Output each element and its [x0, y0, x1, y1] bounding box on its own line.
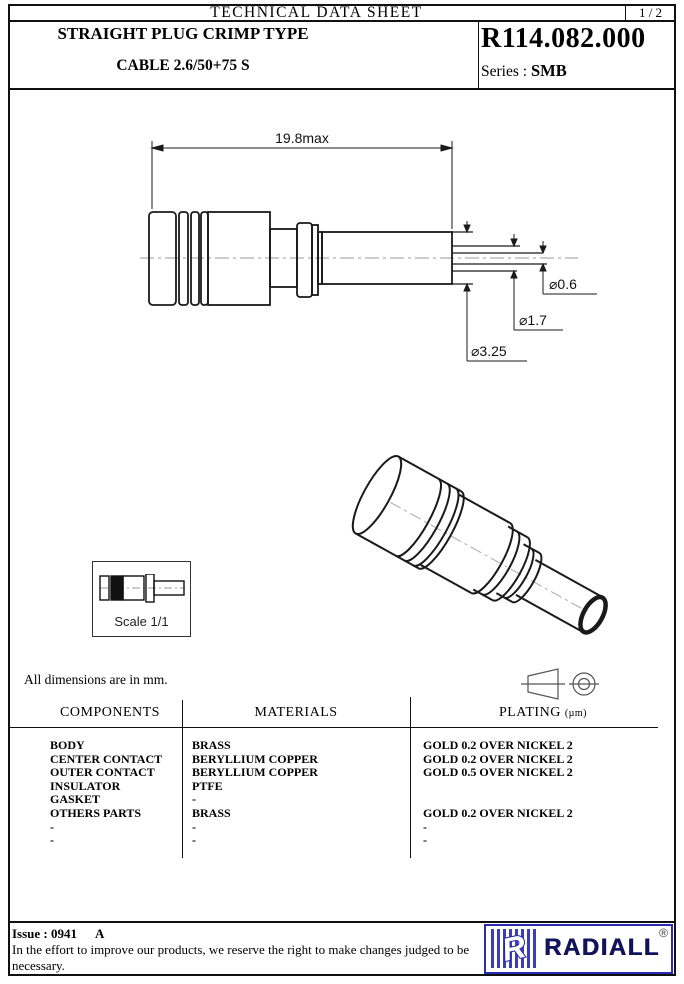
plating-column: GOLD 0.2 OVER NICKEL 2 GOLD 0.2 OVER NIC…	[423, 738, 573, 848]
component-cell: BODY	[50, 738, 85, 752]
components-column: BODY CENTER CONTACT OUTER CONTACT INSULA…	[50, 738, 163, 848]
plating-cell: -	[423, 833, 427, 848]
radiall-emblem-icon: R	[491, 927, 537, 969]
plating-cell	[423, 793, 573, 807]
plating-cell: GOLD 0.5 OVER NICKEL 2	[423, 765, 573, 780]
issue-label: Issue : 0941	[12, 926, 78, 941]
material-cell: -	[192, 792, 196, 807]
disclaimer-text: In the effort to improve our products, w…	[12, 942, 470, 973]
radiall-logo: R RADIALL ®	[484, 924, 673, 974]
page-number: 1 / 2	[638, 5, 663, 20]
plating-cell: GOLD 0.2 OVER NICKEL 2	[423, 738, 573, 752]
registered-trademark-icon: ®	[659, 926, 668, 940]
dia-3-25-label: ⌀3.25	[471, 343, 507, 359]
units-note: All dimensions are in mm.	[24, 672, 168, 687]
material-cell: -	[192, 819, 196, 834]
scale-label: Scale 1/1	[114, 614, 169, 629]
component-cell: INSULATOR	[50, 778, 121, 793]
component-cell: GASKET	[50, 792, 101, 807]
length-dimension: 19.8max	[275, 130, 329, 146]
material-cell: BRASS	[192, 805, 231, 820]
footer-divider	[8, 921, 676, 923]
plating-header: PLATING (µm)	[498, 705, 588, 720]
scale-box: Scale 1/1	[92, 561, 191, 637]
material-cell: BRASS	[192, 738, 231, 752]
component-cell: OUTER CONTACT	[50, 765, 155, 780]
issue-revision: A	[95, 926, 105, 941]
diameter-callouts	[463, 221, 597, 362]
brand-wordmark: RADIALL	[544, 934, 660, 961]
material-cell: -	[192, 833, 196, 848]
plating-cell: GOLD 0.2 OVER NICKEL 2	[423, 751, 573, 766]
series-label: Series :	[481, 63, 531, 80]
plating-cell: -	[423, 819, 427, 834]
partnumber-divider	[478, 20, 479, 88]
material-cell: BERYLLIUM COPPER	[192, 751, 318, 766]
materials-column: BRASS BERYLLIUM COPPER BERYLLIUM COPPER …	[192, 738, 318, 848]
materials-header: MATERIALS	[254, 705, 338, 720]
table-header-rule	[8, 727, 658, 728]
plating-cell	[423, 780, 573, 794]
product-subtitle: CABLE 2.6/50+75 S	[116, 57, 250, 74]
issue-line: Issue : 0941 A	[12, 926, 104, 942]
material-cell: PTFE	[192, 778, 223, 793]
component-cell: -	[50, 819, 54, 834]
product-title: STRAIGHT PLUG CRIMP TYPE	[57, 24, 309, 43]
projection-symbol-icon	[521, 668, 599, 700]
side-view-drawing: 19.8max	[140, 130, 597, 362]
component-cell: -	[50, 833, 54, 848]
components-header: COMPONENTS	[60, 705, 160, 720]
cable-wires	[452, 231, 547, 285]
dia-1-7-label: ⌀1.7	[519, 312, 547, 328]
doc-title: TECHNICAL DATA SHEET	[210, 4, 423, 21]
product-title-block: STRAIGHT PLUG CRIMP TYPE CABLE 2.6/50+75…	[8, 24, 358, 75]
component-cell: CENTER CONTACT	[50, 751, 163, 766]
component-cell: OTHERS PARTS	[50, 805, 142, 820]
plating-cell: GOLD 0.2 OVER NICKEL 2	[423, 805, 573, 820]
isometric-view-drawing	[351, 455, 608, 635]
header-divider-1	[8, 20, 676, 22]
part-number: R114.082.000	[481, 23, 646, 54]
plating-unit: (µm)	[564, 708, 588, 719]
table-divider-1	[182, 700, 183, 858]
connector-profile	[148, 211, 453, 306]
series-line: Series : SMB	[481, 61, 567, 81]
dia-0-6-label: ⌀0.6	[549, 276, 577, 292]
header-divider-2	[8, 88, 676, 90]
page-border	[8, 4, 676, 976]
scale-drawing	[99, 574, 185, 603]
series-value: SMB	[530, 61, 567, 80]
svg-text:R: R	[499, 929, 529, 968]
pagenum-divider	[625, 4, 626, 20]
material-cell: BERYLLIUM COPPER	[192, 765, 318, 780]
table-divider-2	[410, 697, 411, 858]
